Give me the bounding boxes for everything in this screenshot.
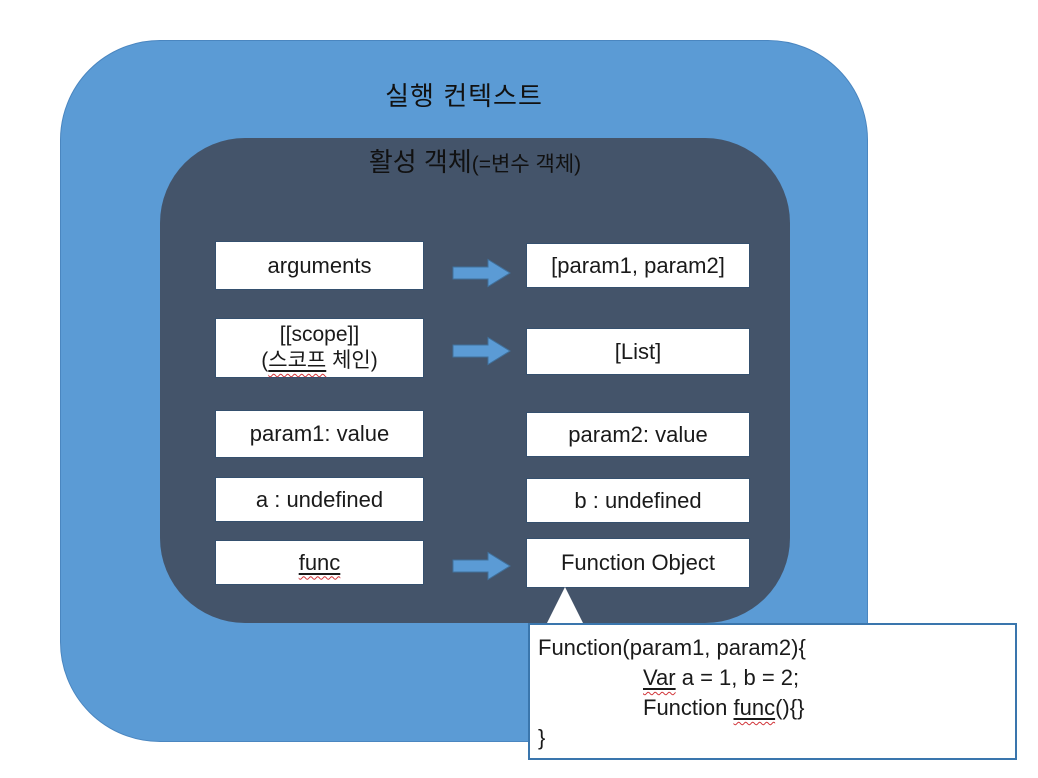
code-line-3-prefix: Function [643,695,734,720]
code-line-3: Function func(){} [538,693,1008,723]
box-func-label: func [298,549,341,575]
code-line-1: Function(param1, param2){ [538,635,806,660]
box-param-list-label: [param1, param2] [551,252,725,278]
box-scope-line1: [[scope]] [279,323,360,346]
callout-tail-icon [547,587,583,623]
code-func-underlined: func [734,695,776,720]
activation-object-label-main: 활성 객체 [368,147,472,177]
box-scope-list-label: [List] [614,338,662,364]
code-var-underlined: Var [643,665,676,690]
box-var-b-label: b : undefined [574,487,702,513]
arrow-icon-scope [452,336,511,366]
box-func-underlined: func [299,550,341,576]
box-arguments: arguments [215,241,424,290]
code-line-2-rest: a = 1, b = 2; [675,665,800,690]
code-line-3-rest: (){} [775,695,805,720]
box-scope-line2-rest: 체인) [326,349,378,372]
code-line-4: } [538,725,546,750]
code-func-keyword: func [733,695,776,720]
code-var-keyword: Var [643,665,676,690]
box-var-a-label: a : undefined [255,486,384,512]
box-scope-word-underlined: 스코프 [268,349,326,372]
box-var-a: a : undefined [215,477,424,522]
activation-object-label-paren: (=변수 객체) [471,153,582,176]
arrow-icon-arguments [452,258,511,288]
box-param2-label: param2: value [568,421,708,447]
box-scope-word-misspelled: 스코프 [268,349,327,372]
box-func: func [215,540,424,585]
box-param-list: [param1, param2] [526,243,750,288]
box-arguments-label: arguments [267,252,372,278]
box-var-b: b : undefined [526,478,750,523]
box-scope-list: [List] [526,328,750,375]
box-scope-paren-open: ( [261,349,269,372]
box-param1-label: param1: value [249,421,390,446]
code-line-2: Var a = 1, b = 2; [538,663,1008,693]
box-param1: param1: value [215,410,424,458]
arrow-icon-func [452,551,511,581]
callout-box [528,623,1017,760]
box-param2: param2: value [526,412,750,457]
box-scope: [[scope]] (스코프 체인) [215,318,424,378]
box-scope-label: [[scope]] (스코프 체인) [261,322,377,374]
box-function-object: Function Object [526,538,750,588]
box-scope-line2: (스코프 체인) [261,349,377,372]
callout-code: Function(param1, param2){ Var a = 1, b =… [538,633,1008,753]
execution-context-label: 실행 컨텍스트 [385,81,543,111]
activation-object-label: 활성 객체(=변수 객체) [160,142,790,179]
box-function-object-label: Function Object [560,550,716,575]
